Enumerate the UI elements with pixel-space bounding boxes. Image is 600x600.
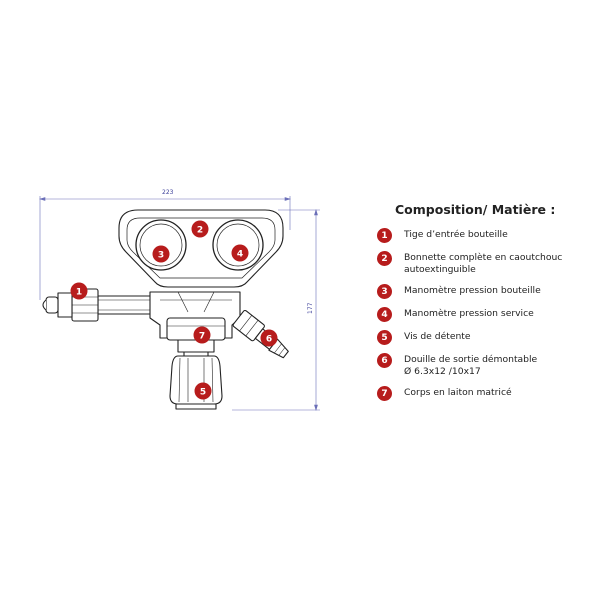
width-dimension	[38, 196, 292, 300]
height-dimension	[232, 208, 320, 412]
legend-badge: 1	[377, 228, 392, 243]
legend-item-text: Vis de détente	[404, 331, 471, 342]
legend-item: 1 Tige d’entrée bouteille	[377, 228, 592, 243]
svg-text:2: 2	[197, 226, 203, 236]
callout-badge-6: 6	[260, 329, 278, 347]
svg-text:1: 1	[76, 288, 82, 298]
legend-item: 4 Manomètre pression service	[377, 307, 592, 322]
callout-badge-4: 4	[231, 244, 249, 262]
height-dimension-label: 177	[307, 302, 314, 314]
legend-item-text: Bonnette complète en caoutchouc autoexti…	[404, 252, 563, 275]
legend-badge: 4	[377, 307, 392, 322]
width-dimension-label: 223	[162, 189, 174, 196]
callout-badge-3: 3	[152, 245, 170, 263]
legend-item-text: Tige d’entrée bouteille	[404, 229, 508, 240]
legend-item-text: Manomètre pression service	[404, 308, 534, 319]
legend-badge: 5	[377, 330, 392, 345]
legend-item: 3 Manomètre pression bouteille	[377, 284, 592, 299]
legend-item-text: Corps en laiton matricé	[404, 387, 512, 398]
legend-item-text: Douille de sortie démontable Ø 6.3x12 /1…	[404, 354, 538, 377]
svg-text:4: 4	[237, 250, 243, 260]
callout-badge-2: 2	[191, 220, 209, 238]
legend-badge: 3	[377, 284, 392, 299]
adjustment-knob	[169, 355, 223, 410]
legend-item-text: Manomètre pression bouteille	[404, 285, 541, 296]
svg-text:6: 6	[266, 335, 272, 345]
regulator-body	[149, 291, 241, 357]
legend-item: 5 Vis de détente	[377, 330, 592, 345]
svg-text:3: 3	[158, 251, 164, 261]
legend-badge: 7	[377, 386, 392, 401]
callout-badge-7: 7	[193, 326, 211, 344]
legend-item: 6 Douille de sortie démontable Ø 6.3x12 …	[377, 353, 592, 378]
legend-item: 2 Bonnette complète en caoutchouc autoex…	[377, 251, 592, 276]
legend-badge: 6	[377, 353, 392, 368]
callout-badge-5: 5	[194, 382, 212, 400]
inlet-stem	[42, 288, 155, 322]
svg-text:7: 7	[199, 332, 205, 342]
bottle-pressure-gauge	[135, 219, 187, 271]
legend-badge: 2	[377, 251, 392, 266]
svg-text:5: 5	[200, 388, 206, 398]
regulator-drawing: 223 177	[38, 189, 320, 412]
callout-badge-1: 1	[70, 282, 88, 300]
legend-title: Composition/ Matière :	[395, 202, 556, 217]
callout-badges: 1 2 3 4 5 6 7	[70, 220, 278, 400]
composition-legend: Composition/ Matière : 1 Tige d’entrée b…	[377, 202, 592, 410]
legend-item: 7 Corps en laiton matricé	[377, 386, 592, 401]
